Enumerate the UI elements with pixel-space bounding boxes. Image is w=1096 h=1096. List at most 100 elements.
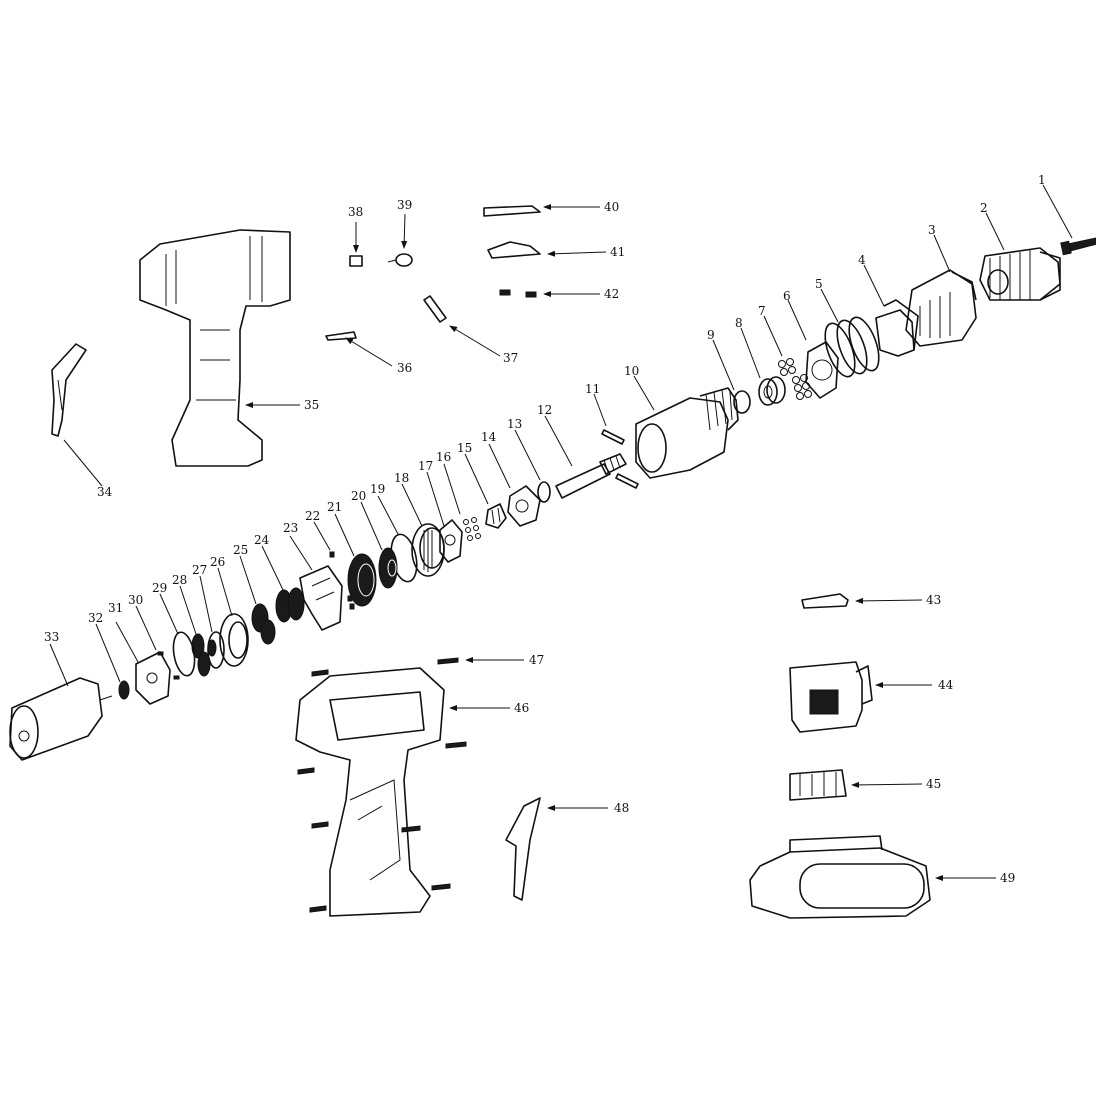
callout-11: 11: [585, 382, 600, 396]
part-34-bracket: [51, 343, 87, 437]
callout-40: 40: [604, 200, 619, 214]
part-4-adjusting-ring: [875, 299, 919, 357]
part-29-washer: [172, 631, 196, 677]
part-20-gear: [378, 547, 398, 589]
callout-7: 7: [758, 304, 766, 318]
callout-6: 6: [783, 289, 791, 303]
part-7-steel-balls: [778, 358, 812, 400]
part-37-spring: [423, 295, 447, 323]
part-9-washer: [733, 390, 751, 414]
part-28-planet-gears: [191, 633, 211, 677]
part-1-chuck-screw: [1060, 237, 1096, 256]
part-6-plate: [805, 341, 839, 399]
part-8-bearing: [758, 376, 786, 406]
callout-20: 20: [351, 489, 366, 503]
callout-16: 16: [436, 450, 451, 464]
callout-44: 44: [938, 678, 954, 692]
callout-27: 27: [192, 563, 207, 577]
part-24-gear-set: [275, 587, 305, 623]
callout-42: 42: [604, 287, 619, 301]
callout-33: 33: [44, 630, 59, 644]
callout-45: 45: [926, 777, 941, 791]
part-12-spindle: [555, 453, 627, 499]
callout-37: 37: [503, 351, 518, 365]
callout-48: 48: [614, 801, 629, 815]
part-2-keyless-chuck: [979, 247, 1061, 301]
part-21-ring-gear: [347, 553, 377, 607]
callout-1: 1: [1038, 173, 1046, 187]
part-10-gearbox-housing: [635, 387, 739, 479]
part-39-led: [387, 253, 413, 267]
callout-28: 28: [172, 573, 187, 587]
part-16-small-balls: [463, 517, 481, 541]
callout-25: 25: [233, 543, 248, 557]
callout-3: 3: [928, 223, 936, 237]
part-30-screws: [157, 651, 180, 680]
callout-13: 13: [507, 417, 522, 431]
callout-36: 36: [397, 361, 412, 375]
callout-35: 35: [304, 398, 319, 412]
part-41-switch-plate: [487, 241, 541, 259]
callout-12: 12: [537, 403, 552, 417]
callout-30: 30: [128, 593, 143, 607]
callout-32: 32: [88, 611, 103, 625]
callout-24: 24: [254, 533, 270, 547]
part-32-pinion: [118, 680, 130, 700]
callout-31: 31: [108, 601, 123, 615]
part-14-clutch-plate: [507, 485, 541, 527]
part-49-battery-pack: [749, 835, 931, 919]
part-42-pins: [499, 289, 537, 298]
part-45-battery-terminal: [789, 769, 847, 801]
part-3-clutch-collar: [905, 269, 977, 347]
callout-21: 21: [327, 500, 342, 514]
part-43-direction-button: [801, 593, 849, 609]
part-40-plate: [483, 205, 541, 217]
part-33-motor: [9, 677, 113, 761]
part-44-trigger-switch: [789, 661, 873, 733]
callout-14: 14: [481, 430, 497, 444]
part-48-bracket: [505, 797, 541, 901]
callout-17: 17: [418, 459, 433, 473]
callout-41: 41: [610, 245, 625, 259]
callout-10: 10: [624, 364, 639, 378]
callout-29: 29: [152, 581, 167, 595]
callout-8: 8: [735, 316, 743, 330]
part-25-planet-gears: [251, 603, 276, 645]
part-5-springs: [824, 316, 880, 378]
callout-47: 47: [529, 653, 544, 667]
leader-lines: [49, 184, 1073, 881]
callout-19: 19: [370, 482, 385, 496]
part-17-planet-carrier: [439, 519, 463, 563]
part-11-pins: [601, 429, 639, 489]
callout-5: 5: [815, 277, 823, 291]
callout-22: 22: [305, 509, 320, 523]
part-27-planet-carrier: [207, 631, 225, 669]
part-15-carrier: [485, 503, 507, 529]
part-13-retaining-ring: [537, 481, 551, 503]
callout-labels: 1 2 3 4 5 6 7 8 9 10 11 12 13 14 15 16 1…: [44, 173, 1046, 885]
callout-39: 39: [397, 198, 412, 212]
part-23-shift-housing: [299, 565, 343, 631]
part-18-ring-gear: [411, 523, 445, 577]
callout-43: 43: [926, 593, 941, 607]
callout-46: 46: [514, 701, 529, 715]
callout-49: 49: [1000, 871, 1015, 885]
callout-26: 26: [210, 555, 225, 569]
callout-38: 38: [348, 205, 363, 219]
callout-4: 4: [858, 253, 866, 267]
callout-18: 18: [394, 471, 409, 485]
part-26-ring-gear: [219, 613, 249, 667]
part-47-screws: [297, 657, 467, 913]
part-36-plate: [325, 331, 357, 341]
callout-9: 9: [707, 328, 715, 342]
part-35-housing-half: [139, 229, 291, 467]
part-31-motor-plate: [135, 651, 171, 705]
callout-15: 15: [457, 441, 472, 455]
callout-34: 34: [97, 485, 113, 499]
part-22-pins: [329, 551, 355, 610]
callout-23: 23: [283, 521, 298, 535]
part-38-nut: [349, 255, 363, 267]
part-46-housing-half: [295, 667, 445, 917]
callout-2: 2: [980, 201, 988, 215]
